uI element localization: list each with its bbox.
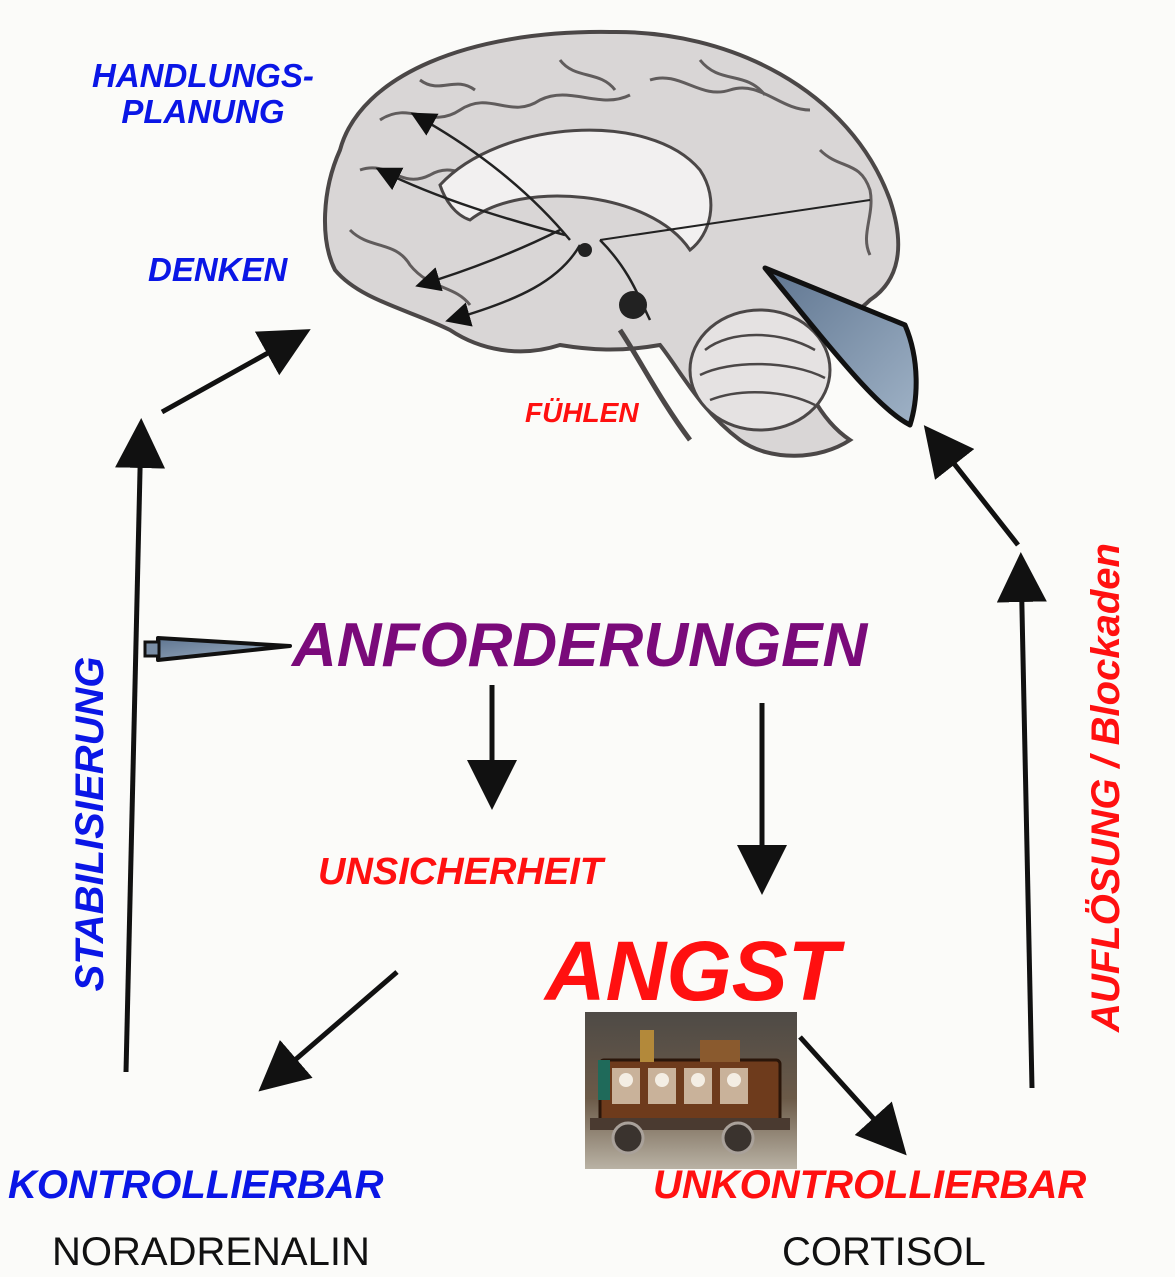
toy-vehicle-photo	[585, 1012, 797, 1169]
label-cortisol: CORTISOL	[782, 1232, 986, 1272]
brain-illustration	[325, 32, 898, 456]
arrow-dissolution-up	[1021, 562, 1032, 1088]
cerebellum	[690, 310, 830, 430]
label-action-planning: HANDLUNGS- PLANUNG	[92, 58, 314, 131]
arrow-to-thinking	[162, 334, 302, 412]
label-uncontrollable: UNKONTROLLIERBAR	[653, 1163, 1086, 1207]
label-dissolution-blockades: AUFLÖSUNG / Blockaden	[1084, 612, 1128, 1032]
label-demands: ANFORDERUNGEN	[292, 612, 867, 680]
label-thinking: DENKEN	[148, 252, 287, 288]
label-noradrenaline: NORADRENALIN	[52, 1232, 370, 1272]
label-uncertainty: UNSICHERHEIT	[318, 852, 603, 894]
wedge-shape-left	[145, 638, 290, 660]
arrow-fear-to-uncontrollable	[800, 1037, 900, 1148]
label-fear: ANGST	[545, 925, 839, 1017]
label-controllable: KONTROLLIERBAR	[8, 1163, 384, 1207]
arrow-stabilization-up	[126, 428, 141, 1072]
arrow-uncertainty-to-controllable	[266, 972, 397, 1085]
arrow-to-brainstem	[930, 433, 1018, 545]
label-stabilization: STABILISIERUNG	[68, 624, 112, 1024]
label-feeling: FÜHLEN	[525, 398, 639, 429]
